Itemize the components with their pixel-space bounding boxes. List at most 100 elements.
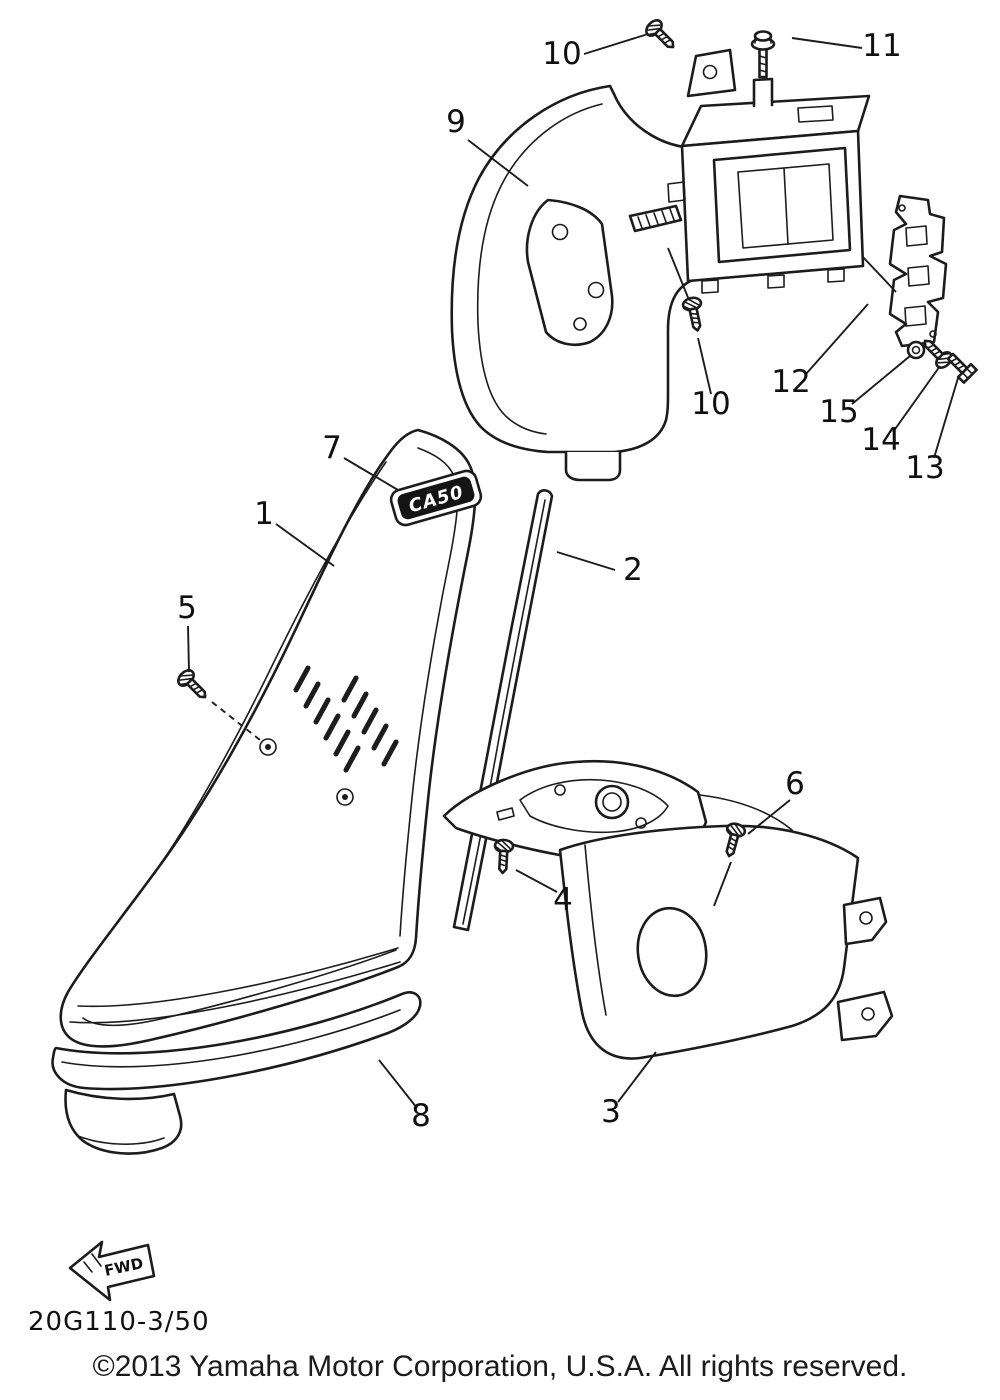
shield-screw-hole-1 (259, 738, 277, 756)
bracket-hole-c (904, 305, 927, 327)
shield-screw-hole-2-dot (342, 794, 348, 800)
bracket-hole-2 (587, 281, 605, 299)
trim-band (51, 991, 422, 1091)
washer-15-outer (906, 340, 926, 360)
panel-vent-hatch (637, 208, 675, 229)
bracket-hole-a (905, 225, 928, 247)
panel-mount-tab (686, 48, 737, 98)
trim-foot (64, 1088, 183, 1155)
callout-4: 4 (553, 882, 573, 918)
part-rear-inner-panel (450, 48, 737, 482)
part-code: 20G110-3/50 (28, 1307, 210, 1337)
part-bracket (888, 194, 948, 348)
part-battery-box (667, 77, 871, 294)
bolt-11-head-side (754, 35, 772, 44)
bracket-hole-b (907, 265, 930, 287)
callout-10-lower: 10 (691, 386, 730, 422)
callout-2: 2 (623, 552, 643, 588)
flange-slot (496, 807, 515, 821)
callout-1: 1 (254, 496, 274, 532)
callout-labels: 10 11 9 12 15 14 13 10 7 1 2 5 6 4 8 3 (177, 28, 945, 1134)
flange-to-body-line (699, 794, 793, 831)
screw-6-line (713, 861, 732, 907)
fastener-screw-5 (174, 666, 213, 705)
shield-crease (147, 461, 387, 883)
leader-11 (791, 37, 863, 49)
part-leg-shield: CA50 (59, 428, 483, 1048)
leader-10-lower (697, 337, 712, 395)
bolt-11-threads (758, 55, 768, 73)
leader-9 (467, 139, 529, 187)
fwd-arrow-hatch (83, 1253, 102, 1273)
leader-14 (892, 365, 941, 433)
shield-screw-hole-2 (336, 788, 354, 806)
box-top-detail (797, 105, 834, 123)
copyright-line: ©2013 Yamaha Motor Corporation, U.S.A. A… (93, 1350, 908, 1383)
fastener-screw-4 (492, 838, 515, 875)
callout-8: 8 (411, 1098, 431, 1134)
leader-6 (747, 799, 791, 835)
bracket-pin-2 (929, 330, 937, 338)
callout-7: 7 (322, 430, 342, 466)
fastener-bolt-11 (750, 30, 776, 79)
leader-lines (187, 33, 959, 1109)
cover-tab-upper-hole (859, 911, 873, 925)
shield-vent-slots (293, 665, 399, 773)
cover-tab-lower-hole (861, 1007, 875, 1021)
leader-5 (187, 625, 190, 673)
callout-10-top: 10 (542, 36, 581, 72)
box-post (752, 77, 774, 108)
leader-2 (556, 551, 616, 571)
callout-3: 3 (601, 1094, 621, 1130)
box-bottom-tab-3 (827, 268, 845, 283)
part-trim (51, 991, 422, 1155)
shield-inner-bottom (82, 949, 397, 1027)
panel-lower-tab (564, 450, 622, 482)
callout-9: 9 (446, 104, 466, 140)
mount-tab-hole (702, 64, 718, 80)
panel-bracket-plate (525, 198, 614, 346)
leader-3 (617, 1051, 657, 1103)
box-front-face (680, 129, 865, 283)
box-bottom-tab-1 (701, 279, 719, 294)
box-to-bracket-line (861, 255, 897, 293)
shield-bottom-lines (69, 947, 401, 1024)
box-opening (712, 146, 852, 264)
bracket-hole-1 (551, 223, 569, 241)
box-inner-tray (737, 163, 834, 249)
callout-5: 5 (177, 590, 197, 626)
bracket-outline (888, 194, 948, 348)
callout-15: 15 (819, 394, 858, 430)
filler-cap-outer (594, 784, 630, 820)
fastener-washer-15 (906, 340, 926, 360)
trim-band-inner (61, 1009, 401, 1068)
callout-6: 6 (785, 766, 805, 802)
box-divider (783, 167, 789, 245)
callout-12: 12 (771, 364, 810, 400)
filler-cap-inner (602, 792, 622, 812)
flange-hole-1 (554, 784, 566, 796)
bracket-pin-1 (898, 204, 906, 212)
leader-13 (933, 377, 959, 459)
cover-oval-hole (636, 906, 708, 998)
fwd-arrow-shape (68, 1240, 156, 1302)
cover-tab-upper (842, 896, 888, 946)
leader-8 (378, 1059, 418, 1109)
callout-14: 14 (861, 422, 900, 458)
bolt-11-head (753, 30, 773, 42)
vent-to-screw-line (667, 247, 690, 301)
leader-12 (805, 303, 869, 375)
emblem-plate (397, 476, 475, 520)
leader-4 (515, 869, 558, 893)
leader-1 (275, 523, 335, 567)
callout-11: 11 (862, 28, 901, 64)
fwd-arrow: FWD (68, 1240, 156, 1302)
leader-10-top (583, 33, 649, 55)
box-bottom-tab-2 (767, 274, 785, 289)
cover-tab-lower (836, 990, 894, 1042)
molding-inner-line (462, 499, 546, 925)
fastener-screw-10-top (642, 16, 681, 55)
cover-flange-opening (519, 778, 669, 834)
